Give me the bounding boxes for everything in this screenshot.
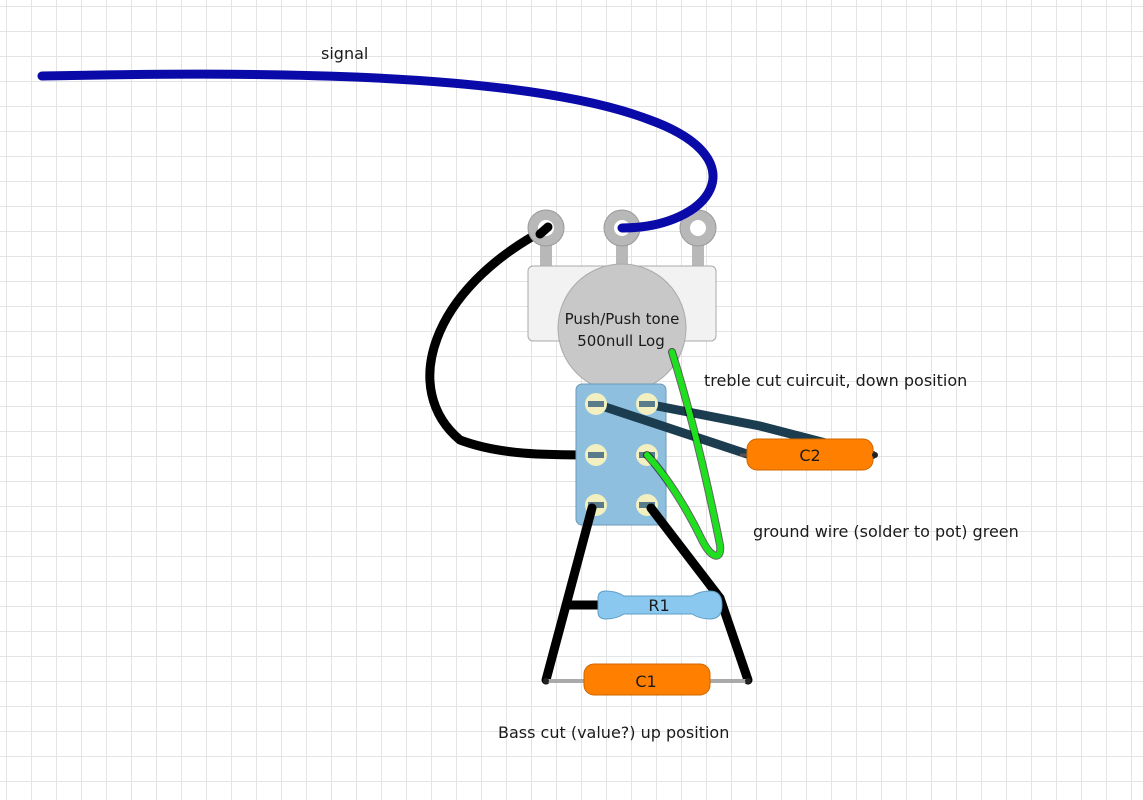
- c2-lead-end: [872, 452, 878, 458]
- c1-label: C1: [635, 672, 656, 691]
- pot-label-line2: 500null Log: [577, 332, 665, 350]
- potentiometer: [527, 209, 717, 393]
- switch-lug-slot: [639, 502, 655, 508]
- wire-switch-bottom-left: [541, 503, 597, 685]
- ground-wire-color: [644, 349, 724, 559]
- switch-lug-slot: [588, 452, 604, 458]
- switch-lug-slot: [639, 401, 655, 407]
- wire-pot-to-switch: [425, 224, 601, 460]
- switch-lug-slot: [588, 401, 604, 407]
- resistor-r1: R1: [597, 590, 723, 620]
- c1-lead-end: [745, 678, 751, 684]
- pot-label-line1: Push/Push tone: [565, 310, 680, 328]
- signal-wire: [37, 69, 718, 233]
- pot-lug-hole: [690, 220, 706, 236]
- capacitor-c1: C1: [543, 663, 751, 696]
- r1-body: [597, 590, 723, 620]
- signal-note: signal: [321, 44, 368, 63]
- pot-knob: [557, 263, 687, 393]
- c2-label: C2: [799, 446, 820, 465]
- treble-cut-note: treble cut cuircuit, down position: [704, 371, 967, 390]
- r1-label: R1: [648, 596, 669, 615]
- capacitor-c2: C2: [740, 438, 878, 471]
- pot-lug-stem: [540, 242, 552, 270]
- wire-switch-to-c2-bottom: [591, 399, 755, 460]
- bass-cut-note: Bass cut (value?) up position: [498, 723, 729, 742]
- switch-lug-slot: [588, 502, 604, 508]
- pot-lug-stem: [616, 242, 628, 270]
- ground-wire-note: ground wire (solder to pot) green: [753, 522, 1019, 541]
- c1-lead-end: [543, 678, 549, 684]
- pot-lug-stem: [692, 242, 704, 270]
- wire-end-dot: [535, 222, 553, 239]
- c1-body: [583, 663, 711, 696]
